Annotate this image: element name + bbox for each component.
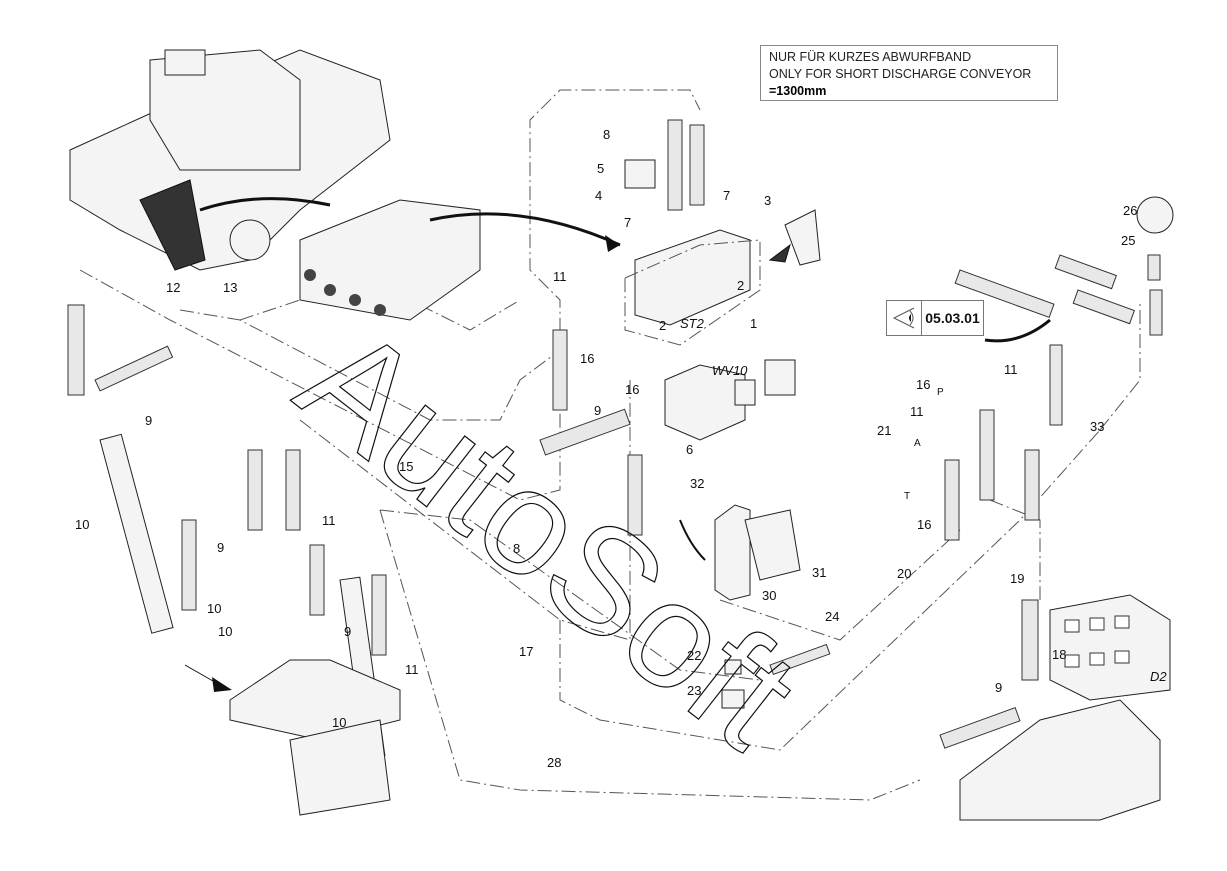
callout-32: 32 (690, 476, 704, 491)
callout-wv10: WV10 (712, 363, 748, 378)
callout-26: 26 (1123, 203, 1137, 218)
callout-17: 17 (519, 644, 533, 659)
note-length: =1300mm (769, 84, 827, 98)
port-label-a: A (914, 438, 921, 449)
callout-25: 25 (1121, 233, 1135, 248)
callout-11: 11 (910, 404, 924, 419)
callout-22: 22 (687, 648, 701, 663)
callout-21: 21 (877, 423, 891, 438)
callout-23: 23 (687, 683, 701, 698)
callout-33: 33 (1090, 419, 1104, 434)
wv10-valve (664, 359, 796, 441)
left-cylinders (67, 304, 401, 816)
callout-9: 9 (995, 680, 1002, 695)
paver-machine-illustration (69, 49, 391, 271)
callout-labels: 8 5 4 7 7 3 26 25 2 2 ST2 1 11 16 12 13 … (75, 127, 1167, 770)
callout-16: 16 (625, 382, 639, 397)
control-valve-block (299, 199, 481, 321)
callout-13: 13 (223, 280, 237, 295)
callout-11: 11 (1004, 362, 1018, 377)
reference-number: 05.03.01 (925, 310, 980, 326)
callout-28: 28 (547, 755, 561, 770)
callout-9: 9 (344, 624, 351, 639)
callout-7: 7 (624, 215, 631, 230)
callout-31: 31 (812, 565, 826, 580)
callout-st2: ST2 (680, 316, 705, 331)
callout-16: 16 (917, 517, 931, 532)
callout-30: 30 (762, 588, 776, 603)
valve-block-30 (714, 504, 801, 601)
callout-11: 11 (405, 662, 419, 677)
callout-5: 5 (597, 161, 604, 176)
callout-10: 10 (207, 601, 221, 616)
callout-8: 8 (603, 127, 610, 142)
callout-d2: D2 (1150, 669, 1167, 684)
callout-11: 11 (322, 513, 336, 528)
callout-9: 9 (145, 413, 152, 428)
eye-view-icon (887, 301, 922, 335)
right-side-fittings (944, 196, 1174, 541)
center-fittings (539, 329, 831, 709)
d2-distributor-and-pump (939, 594, 1171, 821)
st2-valve-assembly (624, 119, 821, 346)
note-line-english: ONLY FOR SHORT DISCHARGE CONVEYOR (769, 67, 1032, 81)
callout-19: 19 (1010, 571, 1024, 586)
callout-3: 3 (764, 193, 771, 208)
callout-12: 12 (166, 280, 180, 295)
callout-20: 20 (897, 566, 911, 581)
callout-9: 9 (594, 403, 601, 418)
callout-4: 4 (595, 188, 602, 203)
reference-link[interactable]: 05.03.01 (886, 300, 984, 336)
callout-10: 10 (332, 715, 346, 730)
callout-6: 6 (686, 442, 693, 457)
callout-8: 8 (513, 541, 520, 556)
note-box: NUR FÜR KURZES ABWURFBAND ONLY FOR SHORT… (760, 45, 1058, 101)
callout-16: 16 (580, 351, 594, 366)
port-label-p: P (937, 387, 944, 398)
callout-2: 2 (659, 318, 666, 333)
callout-18: 18 (1052, 647, 1066, 662)
callout-9: 9 (217, 540, 224, 555)
callout-10: 10 (75, 517, 89, 532)
callout-24: 24 (825, 609, 839, 624)
callout-11: 11 (553, 269, 567, 284)
callout-16: 16 (916, 377, 930, 392)
callout-7: 7 (723, 188, 730, 203)
callout-1: 1 (750, 316, 757, 331)
callout-2: 2 (737, 278, 744, 293)
note-line-german: NUR FÜR KURZES ABWURFBAND (769, 50, 972, 64)
port-label-t: T (904, 491, 910, 502)
callout-15: 15 (399, 459, 413, 474)
callout-10: 10 (218, 624, 232, 639)
